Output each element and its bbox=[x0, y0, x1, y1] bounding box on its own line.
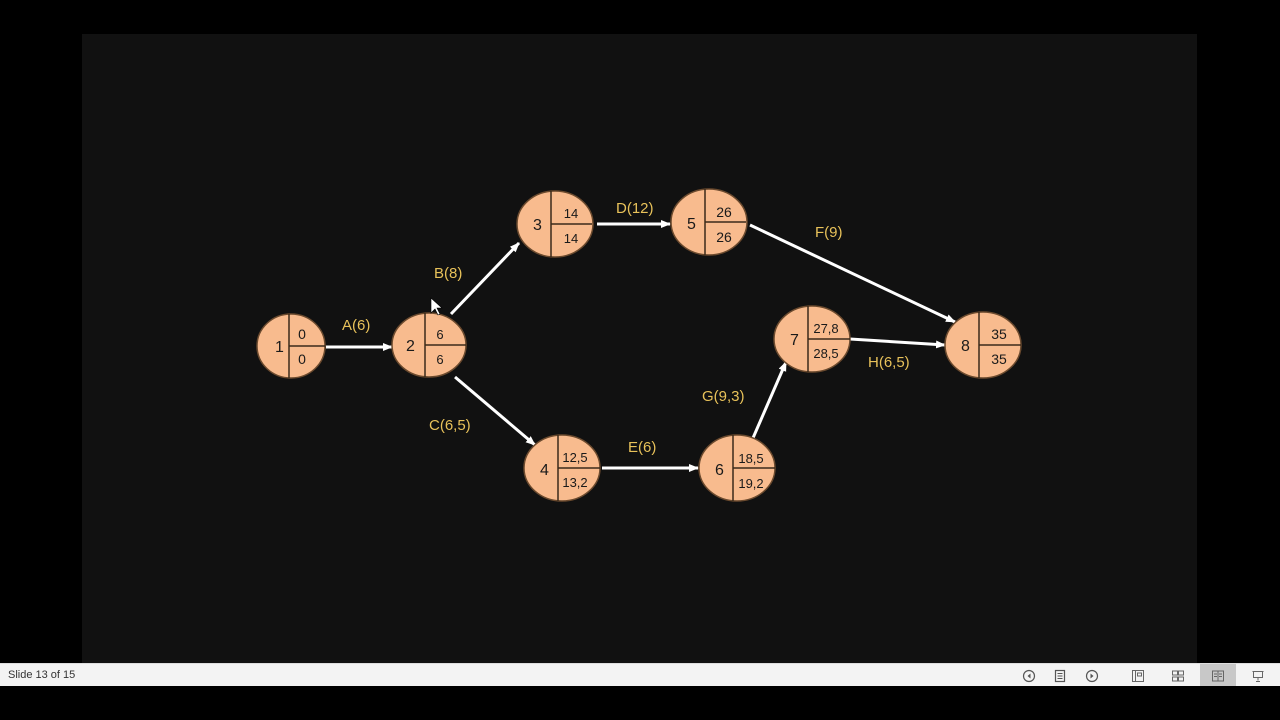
svg-text:35: 35 bbox=[991, 351, 1007, 367]
node-3: 3 14 14 bbox=[516, 190, 594, 258]
node-6: 6 18,5 19,2 bbox=[698, 434, 776, 502]
edge-label-B: B(8) bbox=[434, 265, 462, 282]
svg-text:7: 7 bbox=[790, 332, 799, 349]
svg-text:0: 0 bbox=[298, 351, 306, 367]
edge-label-G: G(9,3) bbox=[702, 388, 745, 405]
svg-text:35: 35 bbox=[991, 326, 1007, 342]
svg-text:5: 5 bbox=[687, 216, 696, 233]
svg-text:6: 6 bbox=[436, 352, 443, 367]
projector-icon bbox=[1252, 670, 1264, 682]
svg-text:19,2: 19,2 bbox=[738, 476, 763, 491]
slideshow-button[interactable] bbox=[1240, 664, 1276, 687]
svg-text:0: 0 bbox=[298, 326, 306, 342]
svg-text:2: 2 bbox=[406, 338, 415, 355]
svg-text:4: 4 bbox=[540, 462, 549, 479]
next-icon bbox=[1085, 669, 1099, 682]
grid-icon bbox=[1172, 670, 1184, 681]
edge-C bbox=[454, 375, 536, 447]
next-slide-button[interactable] bbox=[1074, 664, 1110, 687]
list-icon bbox=[1054, 669, 1066, 682]
svg-text:12,5: 12,5 bbox=[562, 450, 587, 465]
edge-label-A: A(6) bbox=[342, 317, 370, 334]
mouse-cursor-icon bbox=[430, 297, 443, 316]
svg-text:26: 26 bbox=[716, 229, 732, 245]
normal-view-button[interactable] bbox=[1120, 664, 1156, 687]
edge-label-F: F(9) bbox=[815, 224, 843, 241]
svg-text:14: 14 bbox=[564, 231, 578, 246]
reading-view-button[interactable] bbox=[1200, 664, 1236, 687]
node-2: 2 6 6 bbox=[391, 312, 467, 378]
previous-icon bbox=[1022, 669, 1036, 682]
node-8: 8 35 35 bbox=[944, 311, 1022, 379]
edge-H bbox=[849, 337, 946, 349]
svg-text:14: 14 bbox=[564, 206, 578, 221]
svg-text:13,2: 13,2 bbox=[562, 475, 587, 490]
slide-list-button[interactable] bbox=[1042, 664, 1078, 687]
book-icon bbox=[1212, 670, 1224, 681]
node-5: 5 26 26 bbox=[670, 188, 748, 256]
status-bar: Slide 13 of 15 bbox=[0, 663, 1280, 687]
svg-text:3: 3 bbox=[533, 217, 542, 234]
node-7: 7 27,8 28,5 bbox=[773, 305, 851, 373]
edge-label-E: E(6) bbox=[628, 439, 656, 456]
svg-text:27,8: 27,8 bbox=[813, 321, 838, 336]
edge-B bbox=[449, 241, 521, 316]
svg-text:28,5: 28,5 bbox=[813, 346, 838, 361]
edge-label-H: H(6,5) bbox=[868, 354, 910, 371]
edge-label-D: D(12) bbox=[616, 200, 654, 217]
node-4: 4 12,5 13,2 bbox=[523, 434, 601, 502]
slide-counter: Slide 13 of 15 bbox=[8, 669, 76, 681]
edge-label-C: C(6,5) bbox=[429, 417, 471, 434]
normal-view-icon bbox=[1132, 669, 1144, 682]
edge-F bbox=[749, 223, 956, 324]
svg-text:26: 26 bbox=[716, 204, 732, 220]
letterbox-bottom bbox=[0, 686, 1280, 720]
node-1: 1 0 0 bbox=[256, 313, 326, 379]
edge-G bbox=[751, 361, 788, 439]
svg-text:1: 1 bbox=[275, 339, 284, 356]
slide-sorter-button[interactable] bbox=[1160, 664, 1196, 687]
svg-text:6: 6 bbox=[715, 462, 724, 479]
svg-text:6: 6 bbox=[436, 327, 443, 342]
svg-text:18,5: 18,5 bbox=[738, 451, 763, 466]
svg-text:8: 8 bbox=[961, 338, 970, 355]
previous-slide-button[interactable] bbox=[1011, 664, 1047, 687]
